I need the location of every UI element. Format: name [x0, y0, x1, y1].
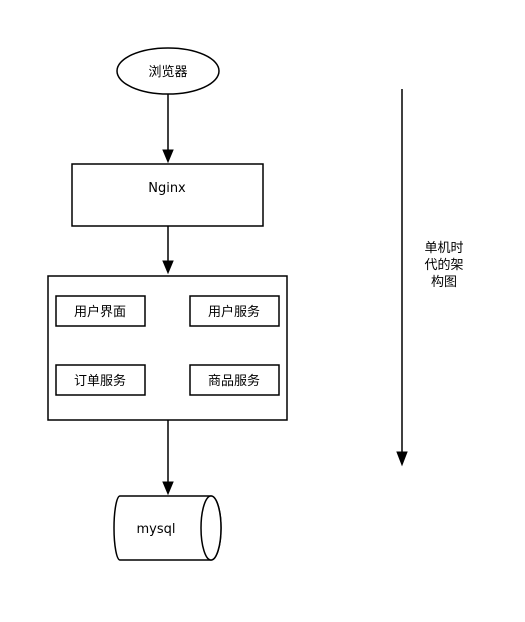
- database-label: mysql: [137, 522, 176, 537]
- user-service-label: 用户服务: [208, 304, 260, 320]
- user-service-node: 用户服务: [189, 295, 280, 327]
- side-label: 单机时 代的架 构图: [424, 241, 463, 290]
- user-interface-label: 用户界面: [74, 304, 126, 320]
- product-service-node: 商品服务: [189, 364, 280, 396]
- edge-app-to-database: [162, 420, 174, 496]
- timeline-arrow: [396, 89, 408, 467]
- side-label-line-1: 单机时: [424, 241, 463, 256]
- database-node: mysql: [113, 495, 222, 561]
- side-label-line-3: 构图: [431, 275, 457, 290]
- edge-browser-to-nginx: [162, 94, 174, 164]
- browser-label: 浏览器: [148, 64, 187, 80]
- edge-nginx-to-app: [162, 226, 174, 275]
- order-service-node: 订单服务: [55, 364, 146, 396]
- nginx-node: Nginx: [71, 163, 264, 227]
- application-container: 用户界面 用户服务 订单服务 商品服务: [47, 275, 288, 421]
- order-service-label: 订单服务: [74, 373, 126, 389]
- side-label-line-2: 代的架: [424, 257, 463, 273]
- user-interface-node: 用户界面: [55, 295, 146, 327]
- product-service-label: 商品服务: [208, 373, 260, 389]
- browser-node: 浏览器: [116, 47, 220, 95]
- nginx-label: Nginx: [148, 181, 186, 196]
